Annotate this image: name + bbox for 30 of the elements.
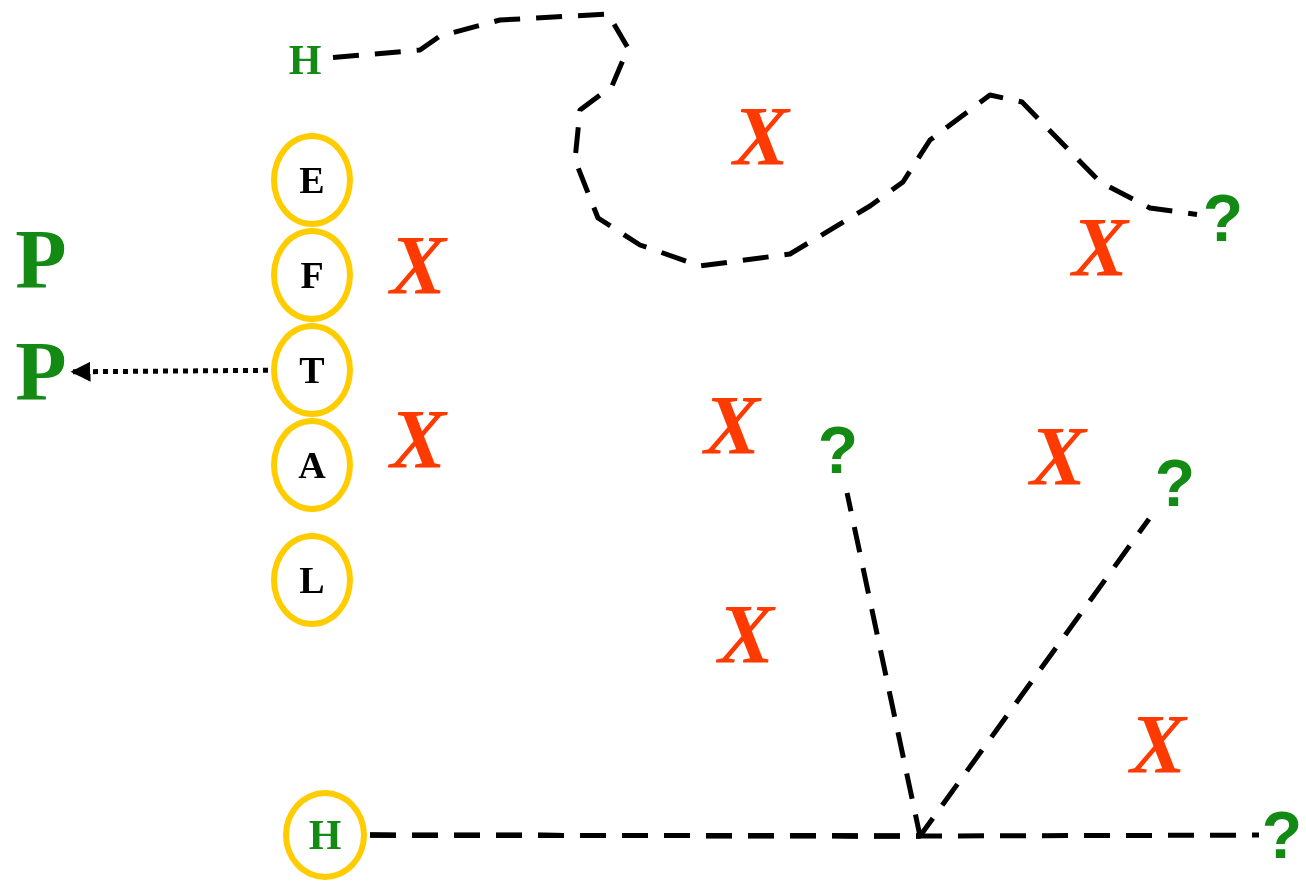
question-mark: ? [1202,185,1244,251]
cross-mark: X [733,95,790,179]
cross-mark: X [1130,703,1187,787]
circle-node [271,133,353,227]
letter: F [300,256,324,294]
letter: L [299,561,325,599]
cross-mark: X [1030,415,1087,499]
question-mark: ? [817,417,859,483]
letter: T [299,351,325,389]
circle-node [271,533,353,627]
arrow [70,361,268,382]
cross-mark: X [1072,206,1129,290]
cross-mark: X [718,593,775,677]
cross-mark: X [390,398,447,482]
letter: H [308,814,342,856]
question-mark: ? [1154,450,1196,516]
circle-node [283,790,367,880]
letter: E [299,161,325,199]
cross-mark: X [390,224,447,308]
connector-line [370,832,1259,839]
connector-line [332,11,1198,269]
letter: A [298,446,326,484]
circle-node [271,323,353,417]
circle-node [271,418,353,512]
circle-node [271,228,353,322]
letter: P [15,218,67,302]
letter: H [288,39,322,81]
cross-mark: X [704,384,761,468]
letter: P [15,330,67,414]
question-mark: ? [1261,802,1303,868]
